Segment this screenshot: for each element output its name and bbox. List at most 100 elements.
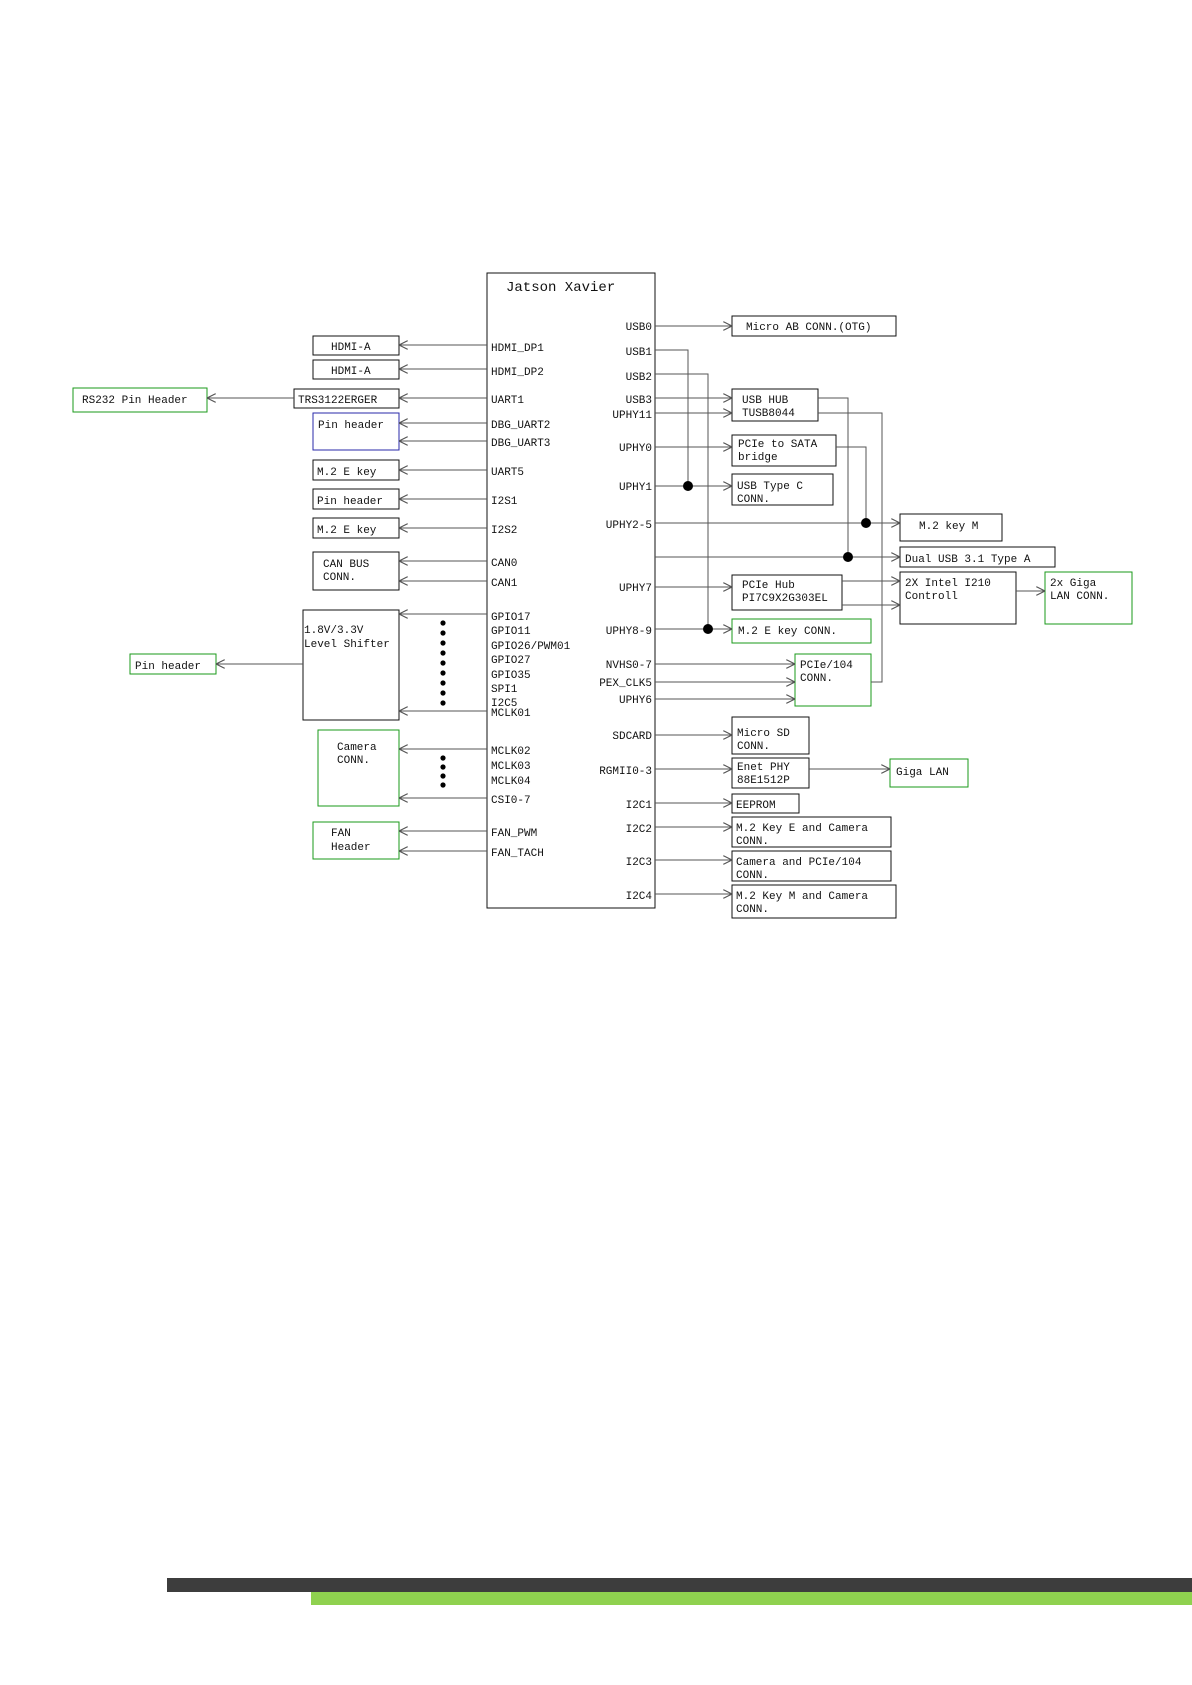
usb-hub-box xyxy=(731,388,819,422)
pin-csi: CSI0-7 xyxy=(491,795,531,807)
pin-rgmii: RGMII0-3 xyxy=(599,766,652,778)
pin-uphy2-5: UPHY2-5 xyxy=(606,520,652,532)
dbg-pin-header-label: Pin header xyxy=(318,420,384,432)
giga-lan-conn-box xyxy=(1044,571,1133,625)
pin-i2c2: I2C2 xyxy=(626,824,652,836)
pcie104-conn-box xyxy=(794,653,872,707)
m2m-camera-box xyxy=(731,884,897,919)
pin-gpio11: GPIO11 xyxy=(491,626,531,638)
m2-e-key-label-2: M.2 E key xyxy=(317,525,377,537)
pin-usb0: USB0 xyxy=(626,322,652,334)
pin-fan-pwm: FAN_PWM xyxy=(491,828,537,840)
pin-mclk03: MCLK03 xyxy=(491,761,531,773)
level-shifter-label-1: 1.8V/3.3V xyxy=(304,625,364,637)
usb-hub-label-1: USB HUB xyxy=(742,395,789,407)
pin-mclk01: MCLK01 xyxy=(491,708,531,720)
pcie-hub-label-1: PCIe Hub xyxy=(742,580,795,592)
pin-i2s2: I2S2 xyxy=(491,525,517,537)
giga-lan-conn-label-2: LAN CONN. xyxy=(1050,591,1109,603)
left-pin-labels: HDMI_DP1 HDMI_DP2 UART1 DBG_UART2 DBG_UA… xyxy=(491,343,571,860)
i2s-pin-header-label: Pin header xyxy=(317,496,383,508)
eeprom-label: EEPROM xyxy=(736,800,776,812)
jetson-xavier-title: Jatson Xavier xyxy=(506,280,615,296)
micro-ab-label: Micro AB CONN.(OTG) xyxy=(746,322,871,334)
footer-bar-dark xyxy=(167,1578,1192,1592)
trs3122-label: TRS3122ERGER xyxy=(298,395,378,407)
pin-pex-clk5: PEX_CLK5 xyxy=(599,678,652,690)
level-shifter-label-2: Level Shifter xyxy=(304,639,390,651)
camera-pcie104-box xyxy=(731,850,892,882)
level-shifter-box xyxy=(302,609,400,721)
pin-mclk02: MCLK02 xyxy=(491,746,531,758)
camera-conn-label-1: Camera xyxy=(337,742,377,754)
enet-phy-label-2: 88E1512P xyxy=(737,775,790,787)
camera-conn-label-2: CONN. xyxy=(337,755,370,767)
m2e-camera-label-2: CONN. xyxy=(736,836,769,848)
can-bus-label-1: CAN BUS xyxy=(323,559,370,571)
m2-e-key-conn-label: M.2 E key CONN. xyxy=(738,626,837,638)
pin-can0: CAN0 xyxy=(491,558,517,570)
rs232-header-label: RS232 Pin Header xyxy=(82,395,188,407)
can-bus-label-2: CONN. xyxy=(323,572,356,584)
fan-header-label-2: Header xyxy=(331,842,371,854)
gpio-pin-header-label: Pin header xyxy=(135,661,201,673)
pin-i2c1: I2C1 xyxy=(626,800,653,812)
pin-can1: CAN1 xyxy=(491,578,518,590)
camera-pcie104-label-2: CONN. xyxy=(736,870,769,882)
can-bus-box xyxy=(312,551,400,591)
pin-uphy8-9: UPHY8-9 xyxy=(606,626,652,638)
pin-hdmi-dp1: HDMI_DP1 xyxy=(491,343,544,355)
m2-key-m-box xyxy=(899,513,1003,542)
pin-uart5: UART5 xyxy=(491,467,524,479)
enet-phy-box xyxy=(731,757,810,789)
micro-sd-label-1: Micro SD xyxy=(737,728,790,740)
pin-nvhs: NVHS0-7 xyxy=(606,660,652,672)
camera-pcie104-label-1: Camera and PCIe/104 xyxy=(736,857,862,869)
pin-uart1: UART1 xyxy=(491,395,524,407)
usb-type-c-label-1: USB Type C xyxy=(737,481,803,493)
pin-dbg-uart3: DBG_UART3 xyxy=(491,438,550,450)
pin-gpio26: GPIO26/PWM01 xyxy=(491,641,571,653)
pin-mclk04: MCLK04 xyxy=(491,776,531,788)
pin-uphy7: UPHY7 xyxy=(619,583,652,595)
rs232-header-box xyxy=(72,387,208,413)
pin-gpio35: GPIO35 xyxy=(491,670,531,682)
jetson-xavier-box xyxy=(486,272,656,909)
dual-usb-label: Dual USB 3.1 Type A xyxy=(905,554,1031,566)
pcie-hub-box xyxy=(731,574,843,611)
right-connections xyxy=(655,326,1045,894)
junction-dots xyxy=(683,481,871,634)
pcie-sata-box xyxy=(731,434,837,467)
pcie-hub-label-2: PI7C9X2G303EL xyxy=(742,593,828,605)
pin-i2s1: I2S1 xyxy=(491,496,518,508)
m2-e-key-label-1: M.2 E key xyxy=(317,467,377,479)
pcie-sata-label-2: bridge xyxy=(738,452,778,464)
intel-i210-label-2: Controll xyxy=(905,591,958,603)
left-connections xyxy=(207,345,487,851)
pin-usb1: USB1 xyxy=(626,347,653,359)
giga-lan-label: Giga LAN xyxy=(896,767,949,779)
pin-spi1: SPI1 xyxy=(491,684,518,696)
pin-i2c4: I2C4 xyxy=(626,891,653,903)
dbg-pin-header-box xyxy=(312,412,400,451)
giga-lan-box xyxy=(889,758,969,788)
pcie-sata-label-1: PCIe to SATA xyxy=(738,439,818,451)
intel-i210-label-1: 2X Intel I210 xyxy=(905,578,991,590)
pin-hdmi-dp2: HDMI_DP2 xyxy=(491,367,544,379)
m2e-camera-box xyxy=(731,816,892,848)
m2m-camera-label-1: M.2 Key M and Camera xyxy=(736,891,868,903)
hdmi-a-label-1: HDMI-A xyxy=(331,342,371,354)
left-peripherals: HDMI-A HDMI-A TRS3122ERGER RS232 Pin Hea… xyxy=(72,335,400,860)
giga-lan-conn-label-1: 2x Giga xyxy=(1050,578,1097,590)
pin-sdcard: SDCARD xyxy=(612,731,652,743)
pin-uphy6: UPHY6 xyxy=(619,695,652,707)
enet-phy-label-1: Enet PHY xyxy=(737,762,790,774)
jetson-xavier-block: Jatson Xavier xyxy=(486,272,656,909)
m2-key-m-label: M.2 key M xyxy=(919,521,978,533)
right-peripherals: Micro AB CONN.(OTG) USB HUB TUSB8044 PCI… xyxy=(731,315,1133,919)
fan-header-label-1: FAN xyxy=(331,828,351,840)
m2m-camera-label-2: CONN. xyxy=(736,904,769,916)
pin-usb3: USB3 xyxy=(626,395,652,407)
pin-fan-tach: FAN_TACH xyxy=(491,848,544,860)
usb-type-c-label-2: CONN. xyxy=(737,494,770,506)
